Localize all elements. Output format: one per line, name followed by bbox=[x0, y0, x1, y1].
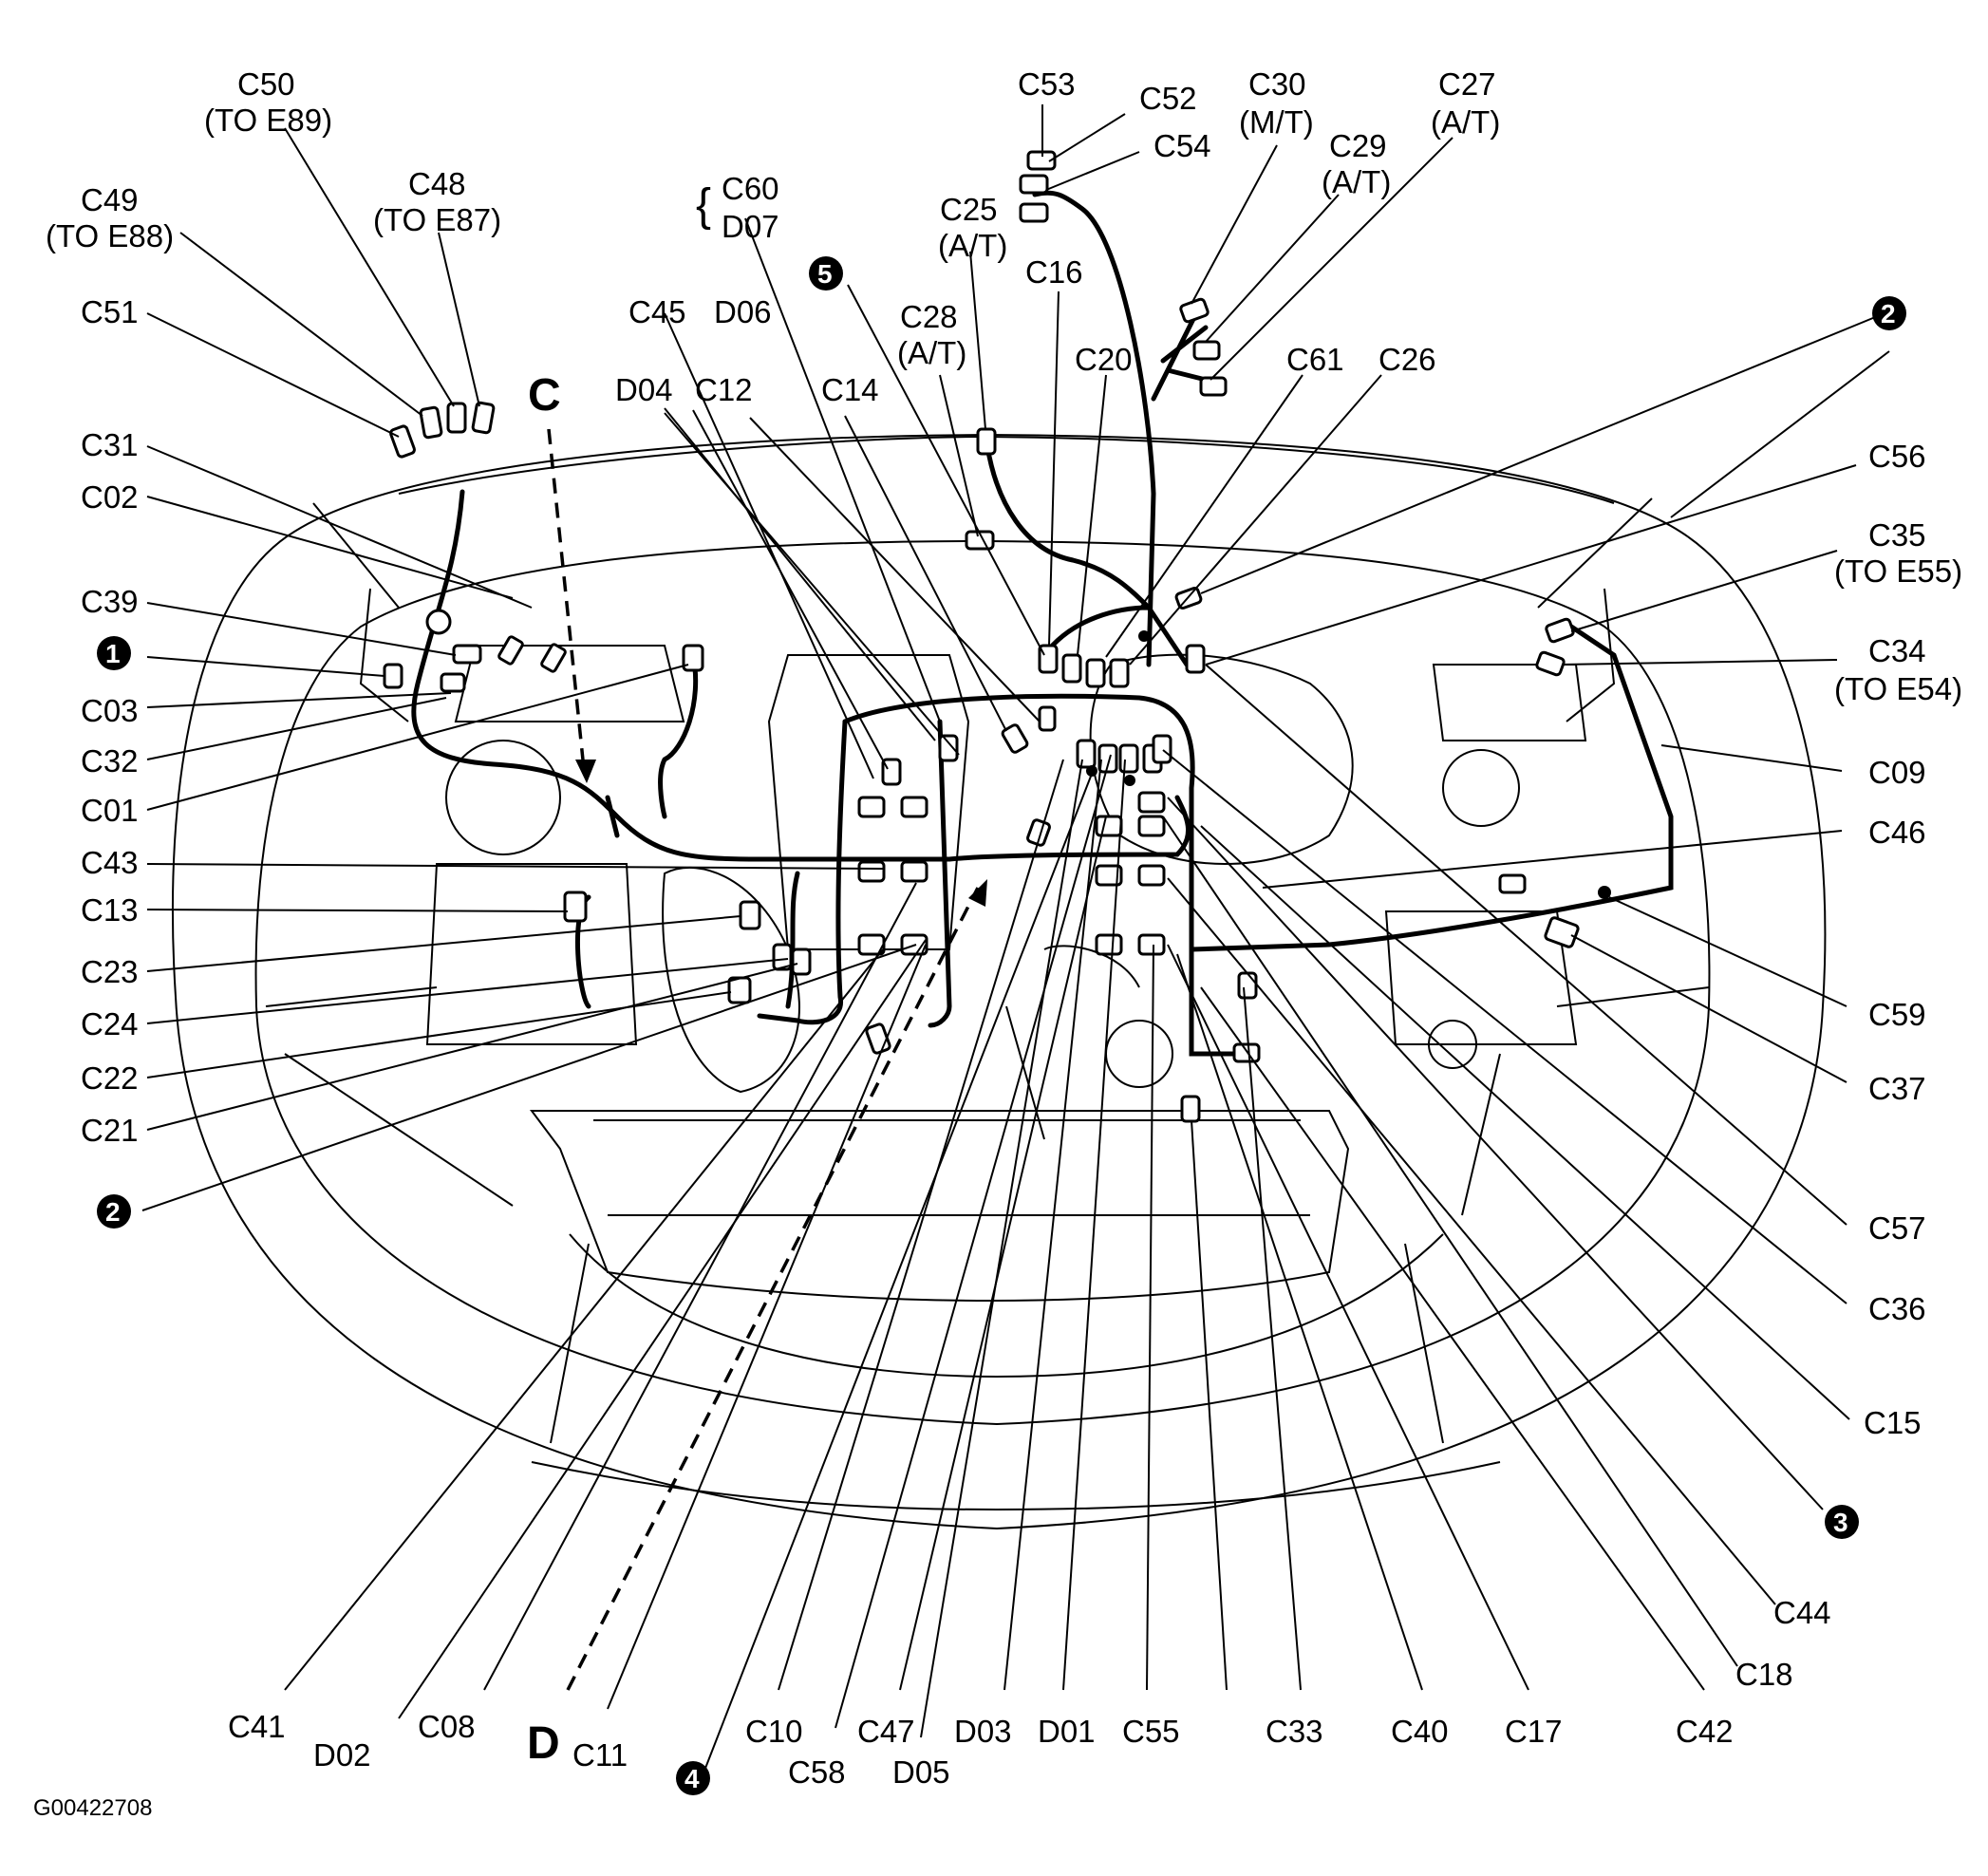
label-c29-sub: (A/T) bbox=[1322, 164, 1391, 199]
wiring-harness bbox=[411, 190, 1674, 1057]
label-c34: C34 bbox=[1868, 633, 1926, 668]
label-c33: C33 bbox=[1266, 1714, 1323, 1749]
label-c57: C57 bbox=[1868, 1210, 1926, 1246]
label-c47: C47 bbox=[857, 1714, 915, 1749]
marker-4: 4 bbox=[685, 1764, 700, 1793]
label-c35-sub: (TO E55) bbox=[1834, 553, 1962, 589]
label-c54: C54 bbox=[1153, 128, 1211, 163]
label-c30: C30 bbox=[1248, 66, 1306, 102]
figure-id: G00422708 bbox=[33, 1795, 152, 1821]
connectors bbox=[383, 150, 1611, 1123]
label-c49: C49 bbox=[81, 182, 139, 217]
label-c11: C11 bbox=[572, 1737, 628, 1773]
label-d04: D04 bbox=[615, 372, 673, 407]
label-c09: C09 bbox=[1868, 755, 1926, 790]
label-c44: C44 bbox=[1773, 1595, 1831, 1630]
label-c25-sub: (A/T) bbox=[938, 228, 1007, 263]
label-brace: { bbox=[696, 180, 711, 231]
label-c13: C13 bbox=[81, 892, 139, 928]
label-c53: C53 bbox=[1018, 66, 1076, 102]
label-c02: C02 bbox=[81, 479, 139, 515]
label-c26: C26 bbox=[1378, 342, 1436, 377]
label-d07: D07 bbox=[722, 209, 779, 244]
label-c34-sub: (TO E54) bbox=[1834, 671, 1962, 706]
label-c36: C36 bbox=[1868, 1291, 1926, 1326]
label-d06: D06 bbox=[714, 294, 772, 329]
connector-labels: C50 (TO E89) C49 (TO E88) C48 (TO E87) C… bbox=[33, 66, 1962, 1821]
label-c42: C42 bbox=[1676, 1714, 1734, 1749]
label-c50-sub: (TO E89) bbox=[204, 103, 332, 138]
marker-1: 1 bbox=[105, 639, 121, 668]
label-c28: C28 bbox=[900, 299, 958, 334]
label-c24: C24 bbox=[81, 1006, 139, 1041]
label-c16: C16 bbox=[1025, 254, 1083, 290]
section-arrows bbox=[547, 428, 987, 1691]
label-c48-sub: (TO E87) bbox=[373, 202, 501, 237]
label-c39: C39 bbox=[81, 584, 139, 619]
label-d02: D02 bbox=[313, 1737, 371, 1773]
label-c48: C48 bbox=[408, 166, 466, 201]
label-c56: C56 bbox=[1868, 439, 1926, 474]
label-c18: C18 bbox=[1735, 1657, 1793, 1692]
label-c59: C59 bbox=[1868, 997, 1926, 1032]
label-c30-sub: (M/T) bbox=[1239, 104, 1314, 140]
label-c31: C31 bbox=[81, 427, 139, 462]
label-c40: C40 bbox=[1391, 1714, 1449, 1749]
label-c23: C23 bbox=[81, 954, 139, 989]
label-section-d: D bbox=[527, 1718, 560, 1769]
label-c41: C41 bbox=[228, 1709, 286, 1744]
label-c50: C50 bbox=[237, 66, 295, 102]
label-c58: C58 bbox=[788, 1754, 846, 1790]
label-c15: C15 bbox=[1864, 1405, 1922, 1440]
label-c01: C01 bbox=[81, 793, 139, 828]
vehicle-body-outline bbox=[171, 433, 1827, 1530]
label-d03: D03 bbox=[954, 1714, 1012, 1749]
label-c35: C35 bbox=[1868, 517, 1926, 553]
marker-5: 5 bbox=[817, 259, 833, 289]
label-c51: C51 bbox=[81, 294, 139, 329]
leader-lines bbox=[141, 104, 1890, 1772]
label-c61: C61 bbox=[1286, 342, 1344, 377]
label-c08: C08 bbox=[418, 1709, 476, 1744]
label-c10: C10 bbox=[745, 1714, 803, 1749]
label-c49-sub: (TO E88) bbox=[46, 218, 174, 253]
label-c28-sub: (A/T) bbox=[897, 335, 966, 370]
arrow-head-c bbox=[575, 760, 596, 783]
label-c22: C22 bbox=[81, 1060, 139, 1096]
label-c37: C37 bbox=[1868, 1071, 1926, 1106]
label-c27: C27 bbox=[1438, 66, 1496, 102]
label-c25: C25 bbox=[940, 192, 998, 227]
label-c12: C12 bbox=[695, 372, 753, 407]
label-c21: C21 bbox=[81, 1113, 139, 1148]
label-c17: C17 bbox=[1505, 1714, 1563, 1749]
label-c52: C52 bbox=[1139, 81, 1197, 116]
label-c43: C43 bbox=[81, 845, 139, 880]
label-c32: C32 bbox=[81, 743, 139, 779]
label-c14: C14 bbox=[821, 372, 879, 407]
label-section-c: C bbox=[528, 370, 561, 421]
label-d05: D05 bbox=[892, 1754, 950, 1790]
label-c03: C03 bbox=[81, 693, 139, 728]
label-c46: C46 bbox=[1868, 815, 1926, 850]
label-c20: C20 bbox=[1075, 342, 1133, 377]
numbered-markers: 1 2 2 3 4 5 bbox=[97, 256, 1906, 1795]
label-c45: C45 bbox=[628, 294, 686, 329]
marker-2-right: 2 bbox=[1881, 299, 1896, 328]
label-c27-sub: (A/T) bbox=[1431, 104, 1500, 140]
label-c60: C60 bbox=[722, 171, 779, 206]
label-c29: C29 bbox=[1329, 128, 1387, 163]
arrow-head-d bbox=[968, 879, 987, 907]
marker-3: 3 bbox=[1833, 1508, 1848, 1537]
marker-2-left: 2 bbox=[105, 1197, 121, 1227]
label-c55: C55 bbox=[1122, 1714, 1180, 1749]
label-d01: D01 bbox=[1038, 1714, 1096, 1749]
